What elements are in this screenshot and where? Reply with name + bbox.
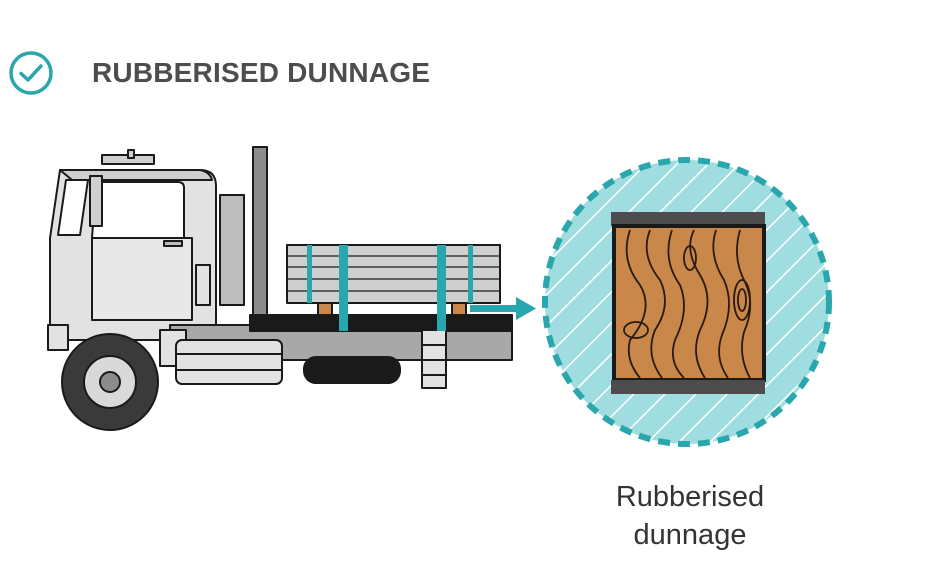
caption-line-1: Rubberised — [615, 481, 765, 513]
load-straps — [307, 245, 473, 331]
detail-caption: Rubberised dunnage — [570, 478, 810, 554]
page-title: RUBBERISED DUNNAGE — [92, 57, 431, 88]
flatbed-truck-icon — [47, 146, 513, 431]
arrow-right-icon — [470, 297, 536, 320]
caption-line-2: dunnage — [633, 519, 747, 551]
header — [8, 48, 54, 98]
check-circle-icon — [9, 51, 53, 95]
dunnage-block-detail-icon — [542, 157, 832, 447]
